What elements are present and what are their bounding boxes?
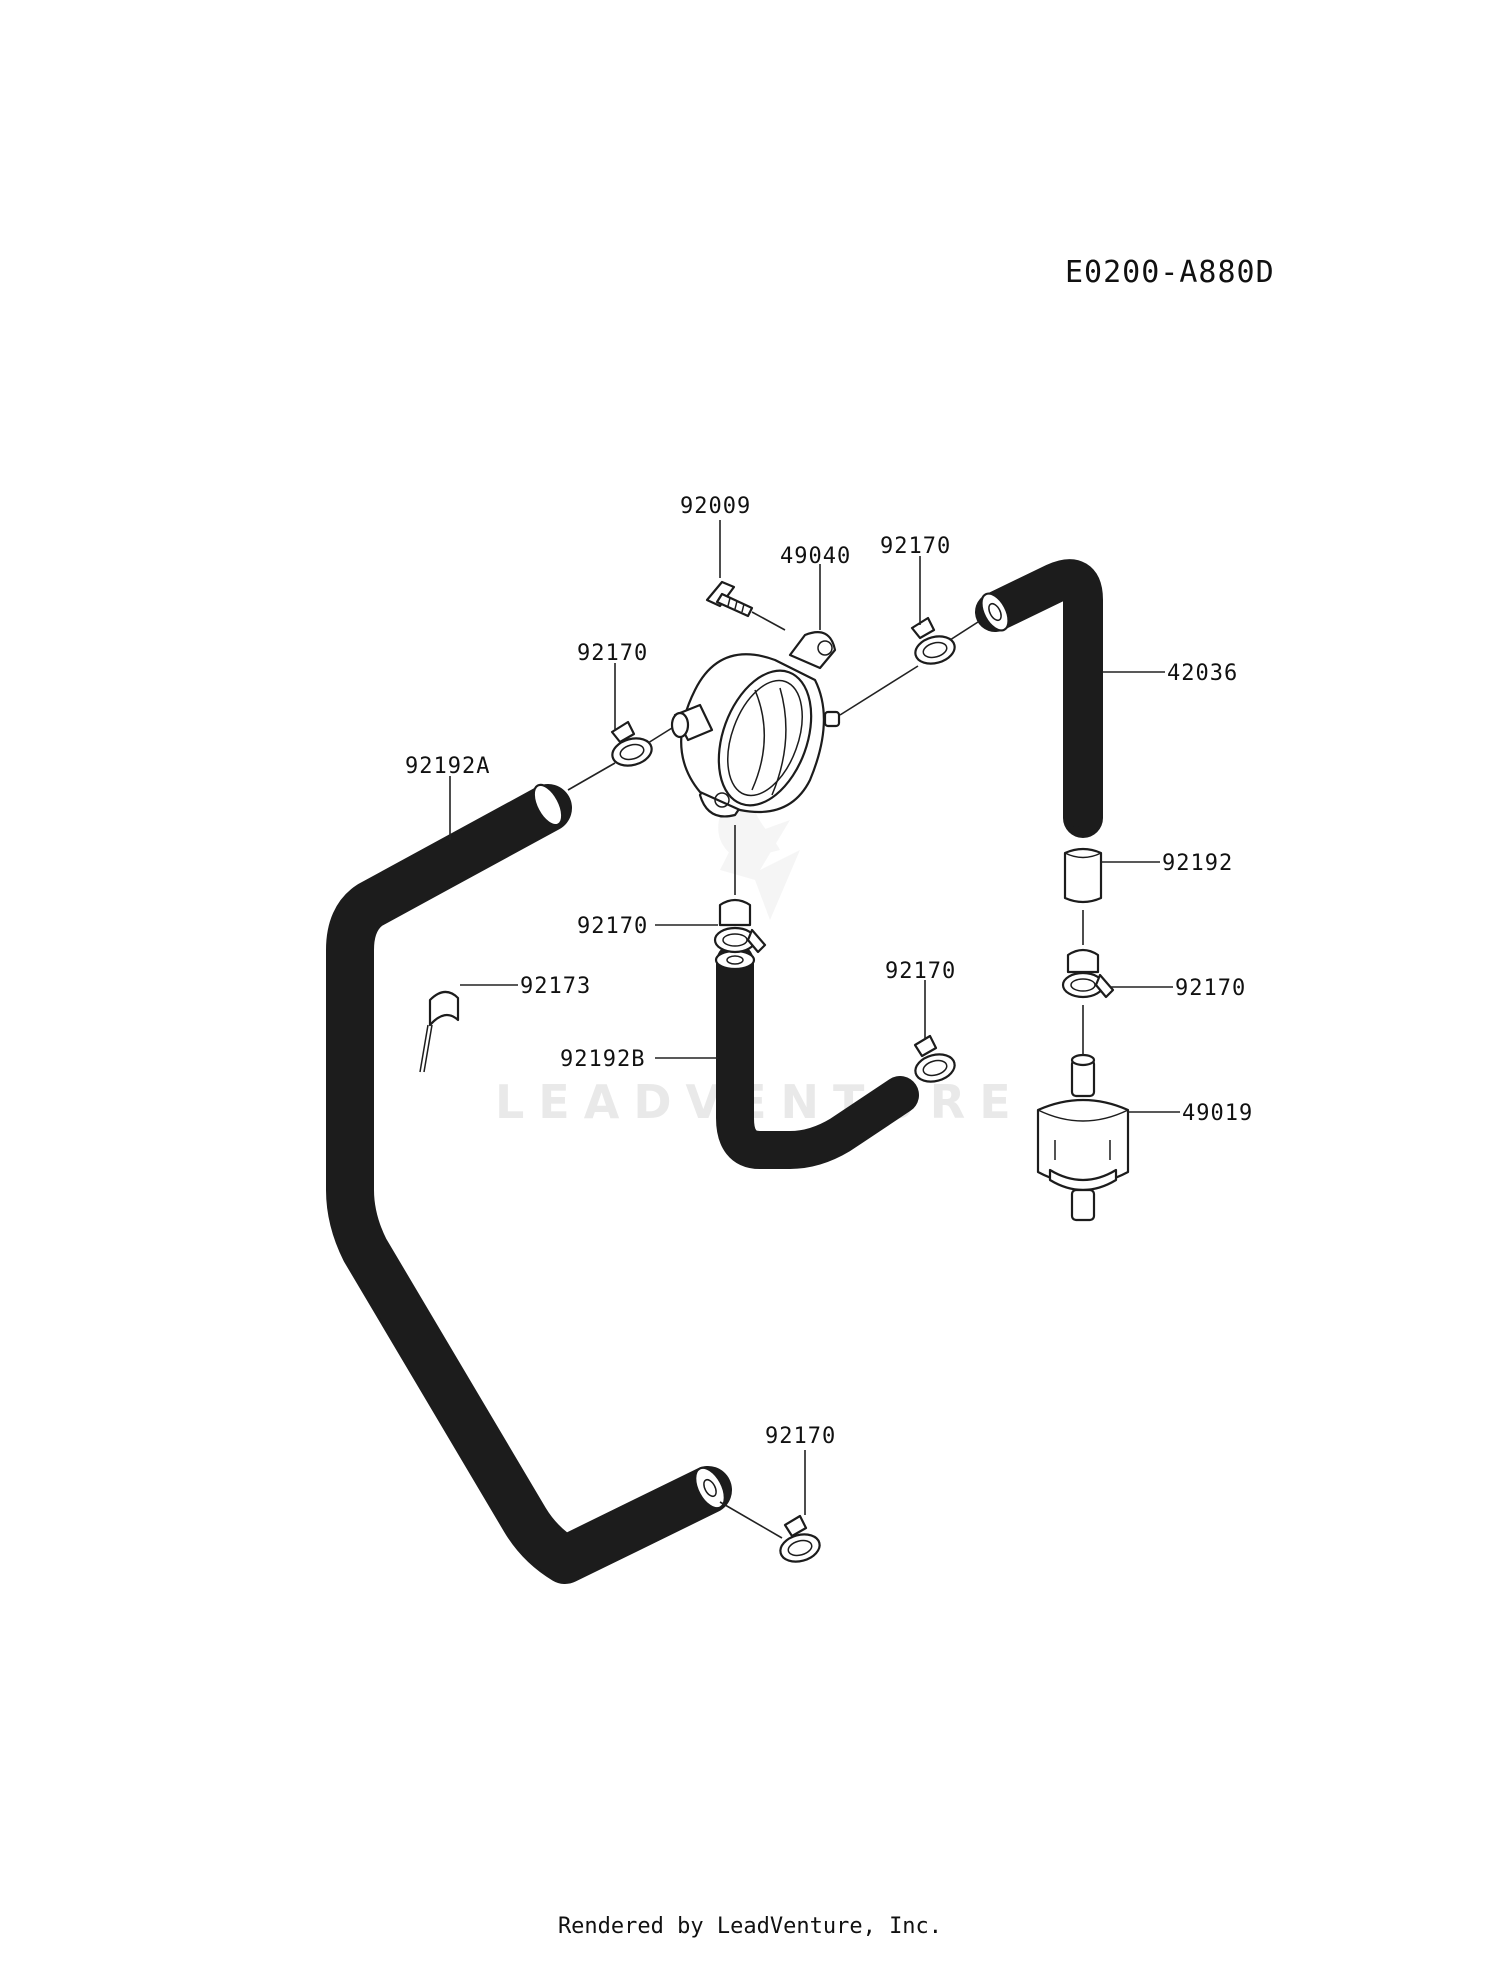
label-92170-top: 92170 (880, 534, 951, 559)
diagram-code: E0200-A880D (1065, 255, 1275, 290)
callout-92192: 92192 (1101, 851, 1233, 876)
callout-92009: 92009 (680, 494, 751, 578)
label-92192a: 92192A (405, 754, 490, 779)
hose-92192b-part[interactable] (714, 943, 919, 1169)
callout-92192b: 92192B (560, 1047, 718, 1072)
label-92173: 92173 (520, 974, 591, 999)
callout-92170-mid: 92170 (885, 959, 956, 1040)
label-92170-right: 92170 (1175, 976, 1246, 1001)
clamp-92170-mid-part[interactable] (912, 1034, 957, 1086)
watermark-text: LEADVENTURE (495, 1075, 1025, 1129)
clip-92173-part[interactable] (419, 990, 460, 1073)
callout-92170-top: 92170 (880, 534, 951, 625)
callout-92170-right: 92170 (1110, 976, 1246, 1001)
callout-92173: 92173 (460, 974, 591, 999)
fuel-pump-49040-part[interactable] (670, 631, 841, 818)
label-92192: 92192 (1162, 851, 1233, 876)
label-92170-pump-bottom: 92170 (577, 914, 648, 939)
callout-49040: 49040 (780, 544, 851, 630)
callout-49019: 49019 (1128, 1101, 1253, 1126)
callout-92170-pump-bottom: 92170 (577, 914, 718, 939)
footer-credit: Rendered by LeadVenture, Inc. (557, 1914, 943, 1939)
label-42036: 42036 (1167, 661, 1238, 686)
label-92170-bottom: 92170 (765, 1424, 836, 1449)
clamp-92170-right-part[interactable] (1061, 948, 1115, 999)
label-92009: 92009 (680, 494, 751, 519)
hose-92192a-part[interactable] (326, 780, 732, 1584)
callout-92170-bottom: 92170 (765, 1424, 836, 1515)
callout-92170-left: 92170 (577, 641, 648, 730)
label-92192b: 92192B (560, 1047, 645, 1072)
assembly-lines (567, 611, 1084, 1539)
hose-92192-part[interactable] (1063, 847, 1103, 904)
screw-92009-part[interactable] (705, 580, 754, 618)
clamp-92170-top-part[interactable] (910, 616, 958, 668)
callout-92192a: 92192A (405, 754, 490, 840)
label-92170-mid: 92170 (885, 959, 956, 984)
label-49040: 49040 (780, 544, 851, 569)
hose-42036-part[interactable] (975, 559, 1103, 838)
callout-42036: 42036 (1102, 661, 1238, 686)
clamp-92170-pump-bottom-part[interactable] (713, 898, 767, 954)
fuel-filter-49019-part[interactable] (1036, 1053, 1130, 1222)
clamp-92170-left-part[interactable] (609, 720, 654, 770)
clamp-92170-bottom-part[interactable] (777, 1514, 822, 1566)
label-49019: 49019 (1182, 1101, 1253, 1126)
label-92170-left: 92170 (577, 641, 648, 666)
